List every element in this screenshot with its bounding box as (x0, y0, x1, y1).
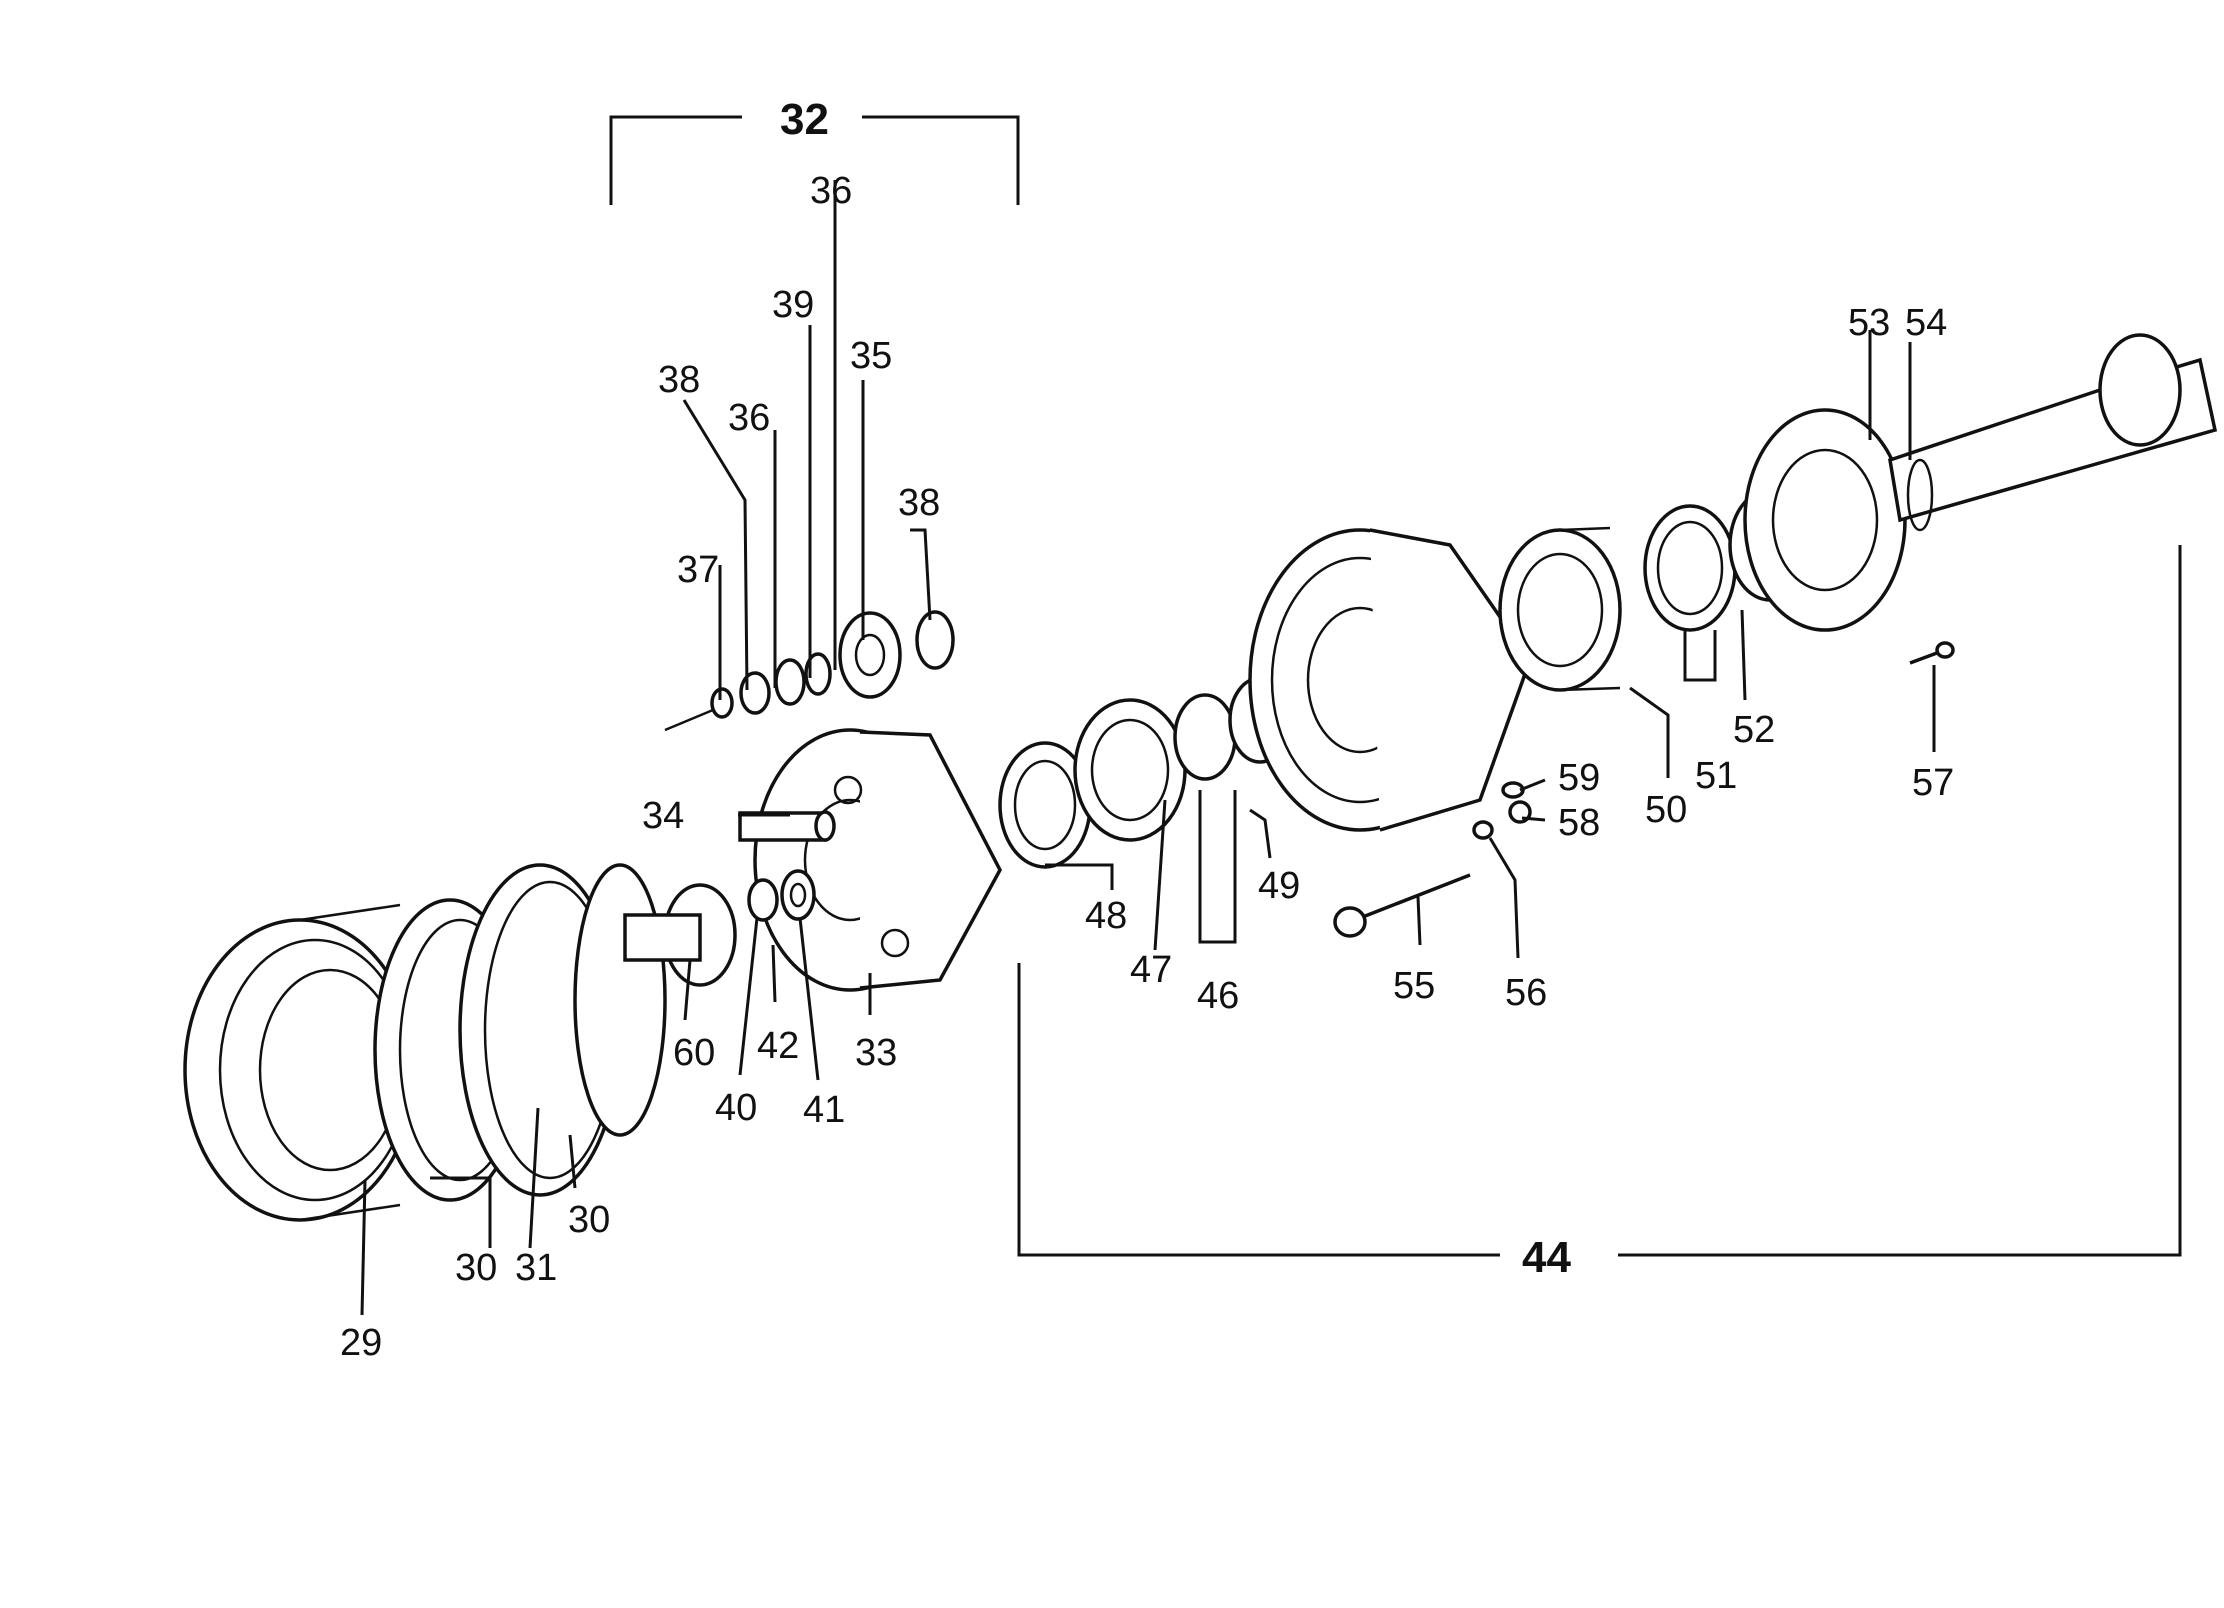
part-34-pin (738, 810, 836, 842)
callout-29: 29 (340, 1322, 382, 1364)
callout-60: 60 (673, 1032, 715, 1074)
assembly-label-32: 32 (780, 95, 829, 144)
callout-33: 33 (855, 1032, 897, 1074)
part-53-flange (1743, 408, 1907, 632)
part-54-spindle-shaft (1888, 333, 2218, 532)
callout-48: 48 (1085, 895, 1127, 937)
part-30-31-seals (373, 863, 667, 1202)
callout-30-outer: 30 (568, 1199, 610, 1241)
callout-38-left: 38 (658, 359, 700, 401)
part-35-39-planet-gear-stack (664, 610, 955, 732)
callout-35: 35 (850, 335, 892, 377)
part-56-58-59-small-parts (1472, 781, 1532, 840)
part-50-bearing (1498, 526, 1622, 692)
callout-42: 42 (757, 1025, 799, 1067)
assembly-label-44: 44 (1522, 1233, 1571, 1282)
part-51-seals (1643, 504, 1737, 632)
callout-36-top: 36 (810, 170, 852, 212)
callout-47: 47 (1130, 949, 1172, 991)
callout-56: 56 (1505, 972, 1547, 1014)
callout-36-lower: 36 (728, 397, 770, 439)
callout-52: 52 (1733, 709, 1775, 751)
callout-57: 57 (1912, 762, 1954, 804)
callout-37: 37 (677, 549, 719, 591)
callout-50: 50 (1645, 789, 1687, 831)
callout-40: 40 (715, 1087, 757, 1129)
bracket-group-32: 32 (609, 95, 1020, 205)
callout-34: 34 (642, 795, 684, 837)
callout-38-right: 38 (898, 482, 940, 524)
part-33-planet-carrier (753, 728, 1002, 992)
part-wheel-hub (1248, 528, 1532, 832)
callout-31: 31 (515, 1247, 557, 1289)
callout-53: 53 (1848, 302, 1890, 344)
callout-54: 54 (1905, 302, 1947, 344)
bracket-group-44: 44 (1017, 545, 2182, 1282)
callout-30-inner: 30 (455, 1247, 497, 1289)
callout-58: 58 (1558, 802, 1600, 844)
part-55-bolt (1333, 873, 1471, 938)
part-57-bolt (1909, 641, 1955, 665)
part-60-sun-gear (623, 883, 737, 987)
callout-labels: 29 30 31 30 33 34 35 36 36 37 38 38 39 4… (340, 170, 1954, 1364)
callout-46: 46 (1197, 975, 1239, 1017)
callout-51: 51 (1695, 755, 1737, 797)
callout-41: 41 (803, 1089, 845, 1131)
callout-59: 59 (1558, 757, 1600, 799)
part-47-bearing (1073, 698, 1187, 842)
leader-lines (360, 180, 1936, 1316)
part-40-42-washers (747, 869, 816, 922)
callout-39: 39 (772, 284, 814, 326)
callout-49: 49 (1258, 865, 1300, 907)
callout-55: 55 (1393, 965, 1435, 1007)
